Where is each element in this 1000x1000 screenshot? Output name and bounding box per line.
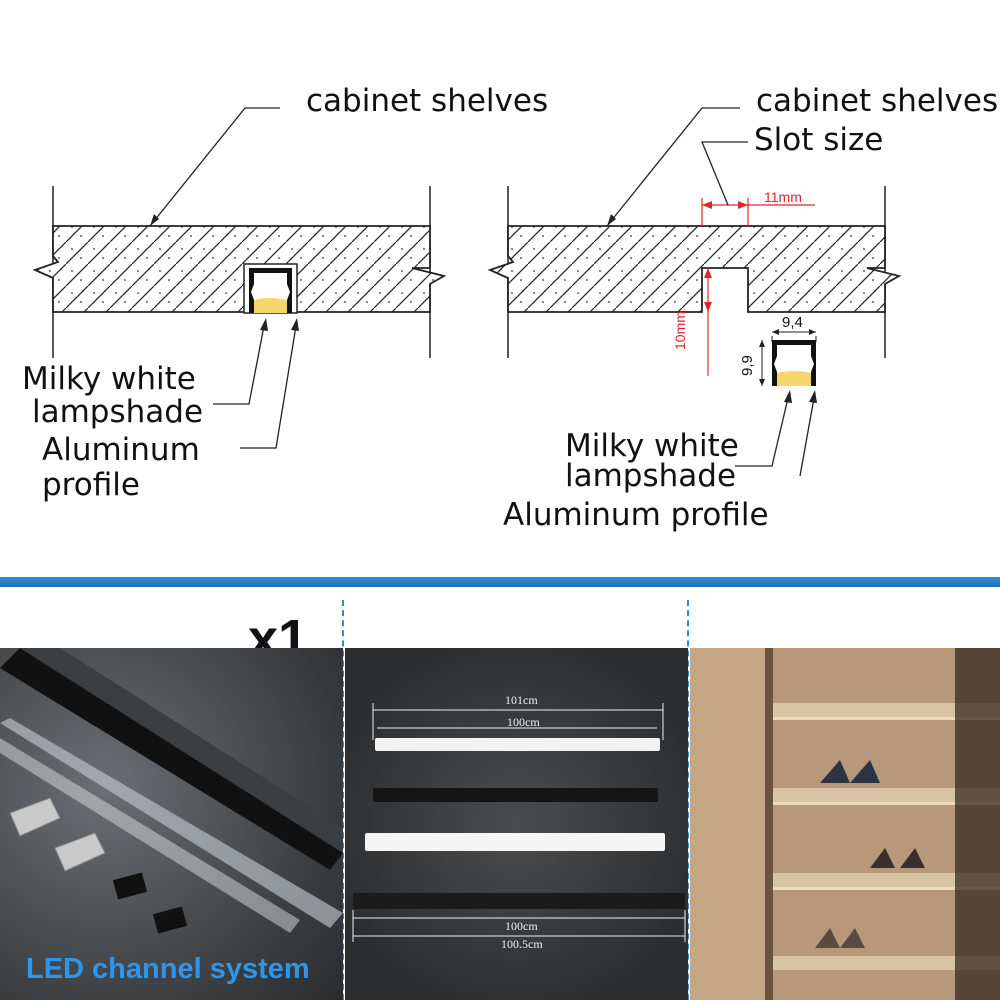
left-profile-label-line1: Aluminum [42,432,200,468]
installation-diagram [32,107,902,477]
profile-width-dimension: 9,4 [782,314,803,331]
dimension-bottom-length: 100.5cm [501,937,543,951]
right-lampshade-label-line1: Milky white [565,428,739,464]
left-shelf-label: cabinet shelves [306,83,549,119]
dashed-separator-2 [687,600,689,1000]
right-shelf-label: cabinet shelves [756,83,999,119]
section-divider [0,577,1000,587]
slot-depth-dimension: 10mm [672,311,688,350]
dashed-separator-1 [342,600,344,1000]
left-profile-label-line2: profile [42,467,140,503]
dimension-inner-bottom: 100cm [505,919,538,933]
slot-size-label: Slot size [754,122,884,158]
lampshade-right [777,371,811,386]
right-lampshade-label-line2: lampshade [565,458,737,494]
left-lampshade-label-line2: lampshade [32,394,204,430]
product-photo: LED channel system [0,648,343,1000]
product-caption: LED channel system [26,953,310,985]
aluminum-profile-left [249,268,292,313]
slot-width-dimension: 11mm [764,189,802,205]
aluminum-profile-right [772,340,816,386]
cabinet-photo [690,648,1000,1000]
left-lampshade-label-line1: Milky white [22,361,196,397]
lampshade-left [254,298,287,313]
right-shelf-section [487,107,902,477]
right-profile-label: Aluminum profile [503,497,769,533]
profile-height-dimension: 9,9 [739,355,756,376]
left-shelf-section [32,107,447,449]
dimension-inner-top: 100cm [507,715,540,729]
dimension-top-length: 101cm [505,693,538,707]
dimensions-photo: 101cm 100cm 100cm 100.5cm [345,648,688,1000]
